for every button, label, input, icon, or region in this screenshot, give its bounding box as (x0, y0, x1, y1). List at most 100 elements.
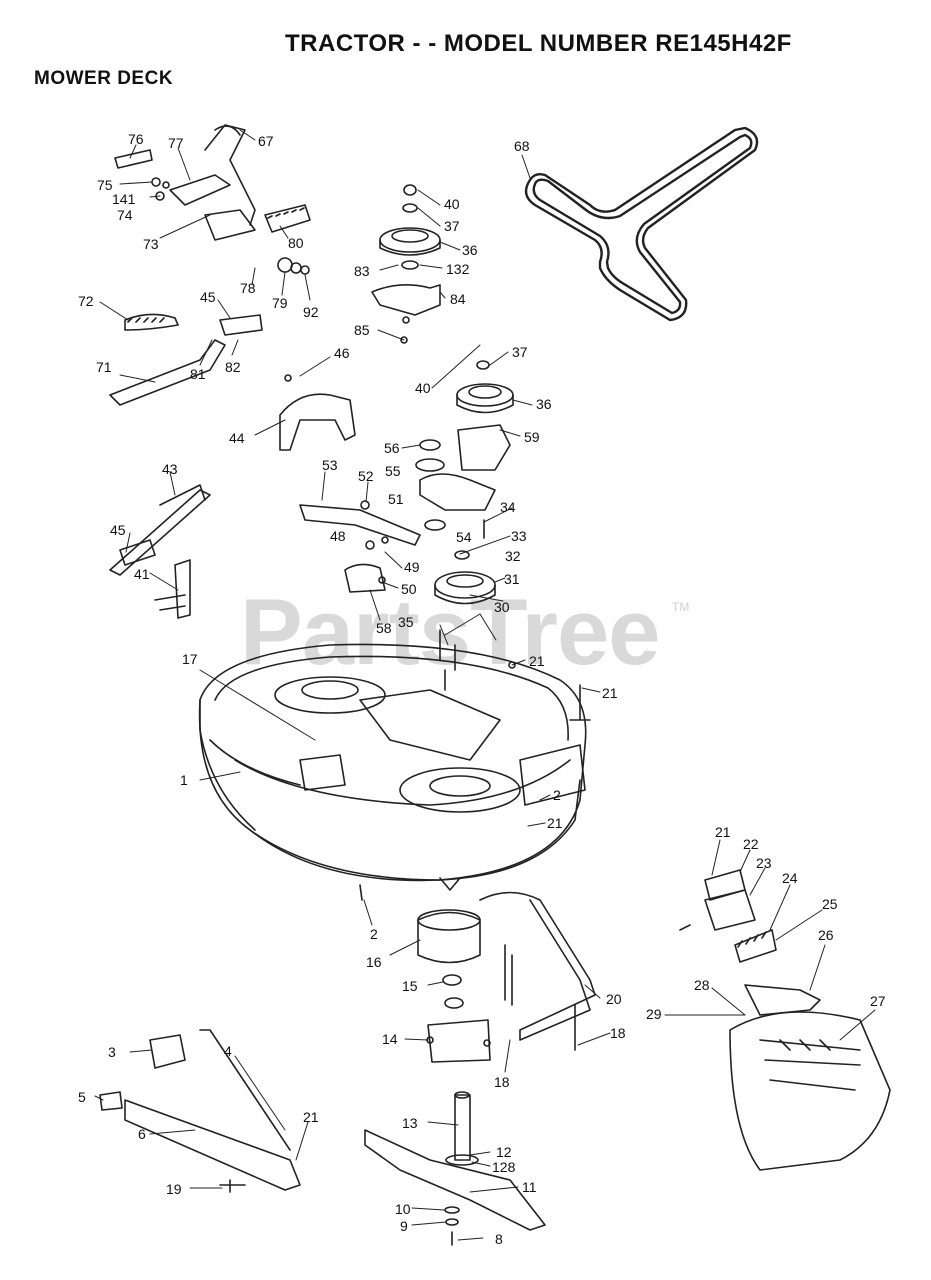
mower-deck (198, 643, 587, 891)
callout-27: 27 (870, 993, 886, 1009)
callout-29: 29 (646, 1006, 662, 1022)
leader-lines (94, 129, 876, 1241)
callout-76: 76 (128, 131, 144, 147)
callout-79: 79 (272, 295, 288, 311)
callout-18-a: 18 (610, 1025, 626, 1041)
callout-21-b: 21 (602, 685, 618, 701)
callout-36: 36 (462, 242, 478, 258)
spindle-pulley (434, 550, 591, 721)
callout-18-b: 18 (494, 1074, 510, 1090)
callout-43: 43 (162, 461, 178, 477)
callout-1: 1 (180, 772, 188, 788)
callout-72: 72 (78, 293, 94, 309)
callout-132: 132 (446, 261, 470, 277)
callout-3: 3 (108, 1044, 116, 1060)
lift-lever-assembly (109, 124, 356, 451)
callout-78: 78 (240, 280, 256, 296)
callout-92: 92 (303, 304, 319, 320)
callout-5: 5 (78, 1089, 86, 1105)
callout-15: 15 (402, 978, 418, 994)
callout-58: 58 (376, 620, 392, 636)
callout-17: 17 (182, 651, 198, 667)
callout-48: 48 (330, 528, 346, 544)
lower-deck-parts (359, 884, 596, 1063)
callout-59: 59 (524, 429, 540, 445)
callout-26: 26 (818, 927, 834, 943)
callout-45-lower: 45 (110, 522, 126, 538)
callout-55: 55 (385, 463, 401, 479)
callout-77: 77 (168, 135, 184, 151)
callout-141: 141 (112, 191, 136, 207)
callout-11: 11 (522, 1179, 537, 1195)
callout-45: 45 (200, 289, 216, 305)
watermark-trademark: TM (672, 600, 690, 614)
callout-81: 81 (190, 366, 206, 382)
drive-belt (524, 126, 759, 322)
height-adjust-linkage (109, 484, 211, 619)
idler-pulley-assembly (371, 184, 441, 344)
callout-83: 83 (354, 263, 370, 279)
front-hitch-assembly (679, 869, 891, 1171)
callout-84: 84 (450, 291, 466, 307)
drive-pulley-upper (415, 360, 514, 539)
callout-6: 6 (138, 1126, 146, 1142)
callout-74: 74 (117, 207, 133, 223)
callout-28: 28 (694, 977, 710, 993)
callout-25: 25 (822, 896, 838, 912)
callout-56: 56 (384, 440, 400, 456)
callout-33: 33 (511, 528, 527, 544)
callout-128: 128 (492, 1159, 516, 1175)
callout-53: 53 (322, 457, 338, 473)
page-title: TRACTOR - - MODEL NUMBER RE145H42F (285, 30, 792, 57)
callout-67: 67 (258, 133, 274, 149)
callout-36-upper: 36 (536, 396, 552, 412)
callout-20: 20 (606, 991, 622, 1007)
callout-9: 9 (400, 1218, 408, 1234)
callout-85: 85 (354, 322, 370, 338)
callout-34: 34 (500, 499, 516, 515)
callout-52: 52 (358, 468, 374, 484)
callout-46: 46 (334, 345, 350, 361)
callout-44: 44 (229, 430, 245, 446)
callout-22: 22 (743, 836, 759, 852)
callout-21-e: 21 (303, 1109, 319, 1125)
callout-82: 82 (225, 359, 241, 375)
callout-80: 80 (288, 235, 304, 251)
callout-75: 75 (97, 177, 113, 193)
callout-12: 12 (496, 1144, 512, 1160)
idler-arm (299, 500, 421, 593)
section-heading: MOWER DECK (34, 68, 174, 89)
callout-50: 50 (401, 581, 417, 597)
front-lift-link (99, 1029, 301, 1193)
callout-2-a: 2 (553, 787, 561, 803)
callout-35: 35 (398, 614, 414, 630)
callout-37: 37 (444, 218, 460, 234)
callout-31: 31 (504, 571, 520, 587)
callout-23: 23 (756, 855, 772, 871)
callout-40-upper: 40 (415, 380, 431, 396)
callout-73: 73 (143, 236, 159, 252)
callout-4: 4 (224, 1043, 232, 1059)
callout-24: 24 (782, 870, 798, 886)
callout-14: 14 (382, 1031, 398, 1047)
callout-16: 16 (366, 954, 382, 970)
callout-30: 30 (494, 599, 510, 615)
callout-21-d: 21 (715, 824, 731, 840)
callout-10: 10 (395, 1201, 411, 1217)
callout-49: 49 (404, 559, 420, 575)
callout-41: 41 (134, 566, 150, 582)
callout-21-c: 21 (547, 815, 563, 831)
callout-8: 8 (495, 1231, 503, 1247)
callout-21-a: 21 (529, 653, 545, 669)
callout-68: 68 (514, 138, 530, 154)
callout-71: 71 (96, 359, 112, 375)
callout-40: 40 (444, 196, 460, 212)
callout-32: 32 (505, 548, 521, 564)
callout-13: 13 (402, 1115, 418, 1131)
callout-54: 54 (456, 529, 472, 545)
callout-2-b: 2 (370, 926, 378, 942)
callout-37-upper: 37 (512, 344, 528, 360)
callout-51: 51 (388, 491, 404, 507)
blade-assembly (364, 1091, 546, 1246)
